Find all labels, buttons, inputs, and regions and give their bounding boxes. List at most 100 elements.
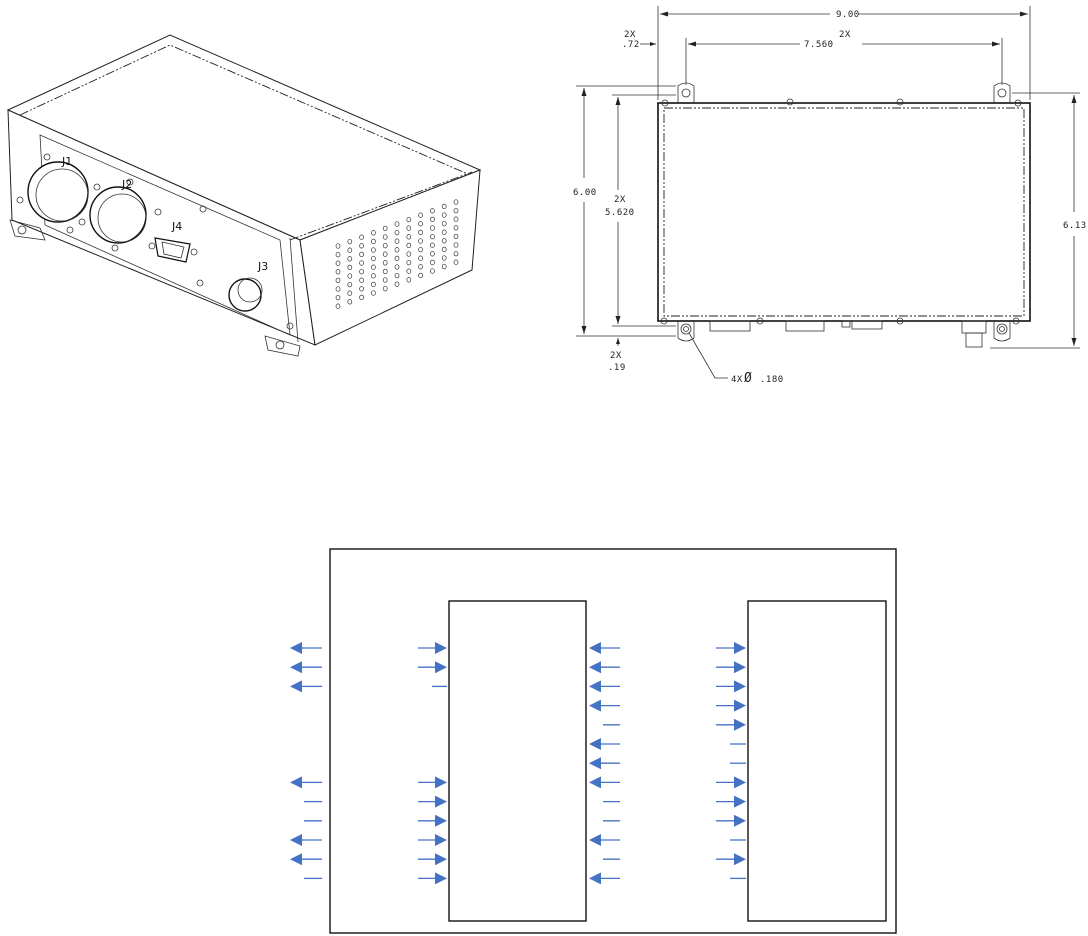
- vent-hole: [383, 235, 387, 240]
- left-column-output-arrow-head: [290, 680, 302, 692]
- vent-hole: [336, 252, 340, 257]
- connector-label-j2: J2: [121, 178, 132, 191]
- vent-hole: [371, 282, 375, 287]
- vent-hole: [454, 200, 458, 205]
- dim-mount-v-spacing: 5.620: [605, 208, 635, 218]
- dim-bottom-offset: .19: [608, 363, 626, 373]
- vent-hole: [419, 222, 423, 227]
- left-column-output-arrow-head: [290, 776, 302, 788]
- vent-hole: [383, 226, 387, 231]
- connector-label-j3: J3: [257, 260, 268, 273]
- block-diagram: [290, 549, 896, 933]
- vent-hole: [407, 217, 411, 222]
- vent-hole: [360, 261, 364, 266]
- vent-hole: [454, 208, 458, 213]
- vent-hole: [360, 278, 364, 283]
- vent-hole: [348, 248, 352, 253]
- dim-mount-offset: .72: [622, 40, 640, 50]
- vent-hole: [442, 230, 446, 235]
- vent-hole: [454, 260, 458, 265]
- vent-hole: [336, 295, 340, 300]
- vent-hole: [360, 244, 364, 249]
- vent-hole: [407, 235, 411, 240]
- vent-hole: [407, 260, 411, 265]
- vent-hole: [371, 256, 375, 261]
- vent-hole: [430, 209, 434, 214]
- vent-hole: [371, 239, 375, 244]
- vent-hole: [395, 230, 399, 235]
- vent-hole: [395, 265, 399, 270]
- vent-hole: [383, 261, 387, 266]
- vent-hole: [454, 243, 458, 248]
- vent-hole: [395, 239, 399, 244]
- vent-hole: [419, 213, 423, 218]
- dim-mount-spacing-qty: 2X: [839, 30, 851, 40]
- enclosure-outline: [658, 103, 1030, 321]
- vent-hole: [395, 273, 399, 278]
- vent-hole: [371, 231, 375, 236]
- vent-hole: [336, 261, 340, 266]
- vent-hole: [454, 251, 458, 256]
- vent-hole: [348, 239, 352, 244]
- hole-callout-dia: .180: [760, 375, 784, 385]
- vent-hole: [348, 282, 352, 287]
- vent-hole: [419, 247, 423, 252]
- vent-hole: [371, 265, 375, 270]
- vent-hole: [454, 226, 458, 231]
- vent-hole: [407, 278, 411, 283]
- hole-callout-symbol: Ø: [744, 371, 752, 386]
- connector-label-j1: J1: [61, 155, 72, 168]
- vent-hole: [383, 269, 387, 274]
- vent-hole: [419, 230, 423, 235]
- vent-hole: [430, 252, 434, 257]
- vent-hole: [407, 226, 411, 231]
- left-column-output-arrow-head: [290, 853, 302, 865]
- vent-hole: [383, 286, 387, 291]
- vent-hole: [383, 252, 387, 257]
- vent-hole: [360, 269, 364, 274]
- dim-right-height: 6.13: [1063, 221, 1087, 231]
- vent-hole: [348, 274, 352, 279]
- dim-mount-offset-qty: 2X: [624, 30, 636, 40]
- vent-hole: [442, 264, 446, 269]
- left-column-output-arrow-head: [290, 661, 302, 673]
- connector-label-j4: J4: [171, 220, 182, 233]
- vent-hole: [371, 291, 375, 296]
- vent-hole: [360, 235, 364, 240]
- vent-hole: [442, 256, 446, 261]
- vent-hole: [419, 239, 423, 244]
- left-column-output-arrow-head: [290, 642, 302, 654]
- vent-hole: [419, 265, 423, 270]
- vent-hole: [442, 239, 446, 244]
- vent-hole: [430, 269, 434, 274]
- vent-hole: [454, 217, 458, 222]
- vent-hole: [442, 204, 446, 209]
- vent-hole: [407, 243, 411, 248]
- dim-overall-width: 9.00: [836, 10, 860, 20]
- vent-hole: [383, 278, 387, 283]
- vent-hole: [336, 244, 340, 249]
- vent-hole: [395, 256, 399, 261]
- vent-hole: [336, 287, 340, 292]
- vent-hole: [419, 256, 423, 261]
- vent-hole: [442, 247, 446, 252]
- vent-hole: [407, 269, 411, 274]
- vent-hole: [442, 221, 446, 226]
- vent-hole: [336, 304, 340, 309]
- vent-hole: [360, 252, 364, 257]
- hole-callout-qty: 4X: [731, 375, 743, 385]
- vent-hole: [348, 257, 352, 262]
- vent-hole: [430, 234, 434, 239]
- vent-hole: [430, 217, 434, 222]
- block-diagram-inner-block-right: [748, 601, 886, 921]
- vent-hole: [395, 222, 399, 227]
- dim-overall-height: 6.00: [573, 188, 597, 198]
- vent-hole: [348, 265, 352, 270]
- vent-hole: [442, 213, 446, 218]
- vent-hole: [360, 295, 364, 300]
- vent-hole: [395, 282, 399, 287]
- vent-hole: [419, 273, 423, 278]
- isometric-enclosure-view: J1 J2 J4 J3: [8, 35, 480, 356]
- vent-hole: [430, 226, 434, 231]
